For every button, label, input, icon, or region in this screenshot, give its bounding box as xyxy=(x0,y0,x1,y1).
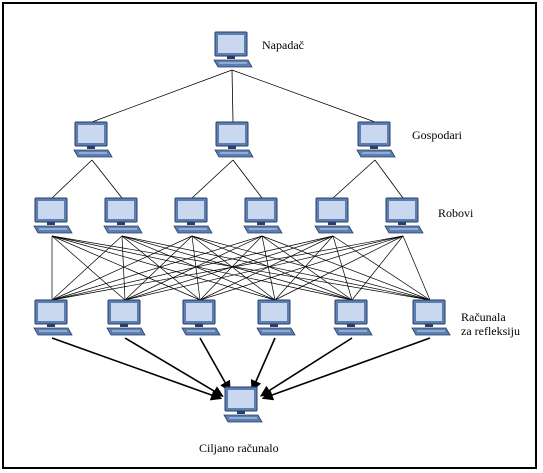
reflection-arrow xyxy=(124,337,224,397)
label-reflectors-line2: za refleksiju xyxy=(461,324,520,338)
target-computer-icon xyxy=(223,386,263,423)
bot-reflector-line xyxy=(402,235,431,301)
bot-reflector-line xyxy=(51,235,404,301)
bot-reflector-line xyxy=(121,235,276,301)
bot-computer-icon xyxy=(384,197,424,234)
label-masters: Gospodari xyxy=(412,128,462,142)
master-bot-line xyxy=(232,159,263,199)
bot-reflector-line xyxy=(121,235,126,301)
bot-reflector-line xyxy=(51,235,431,301)
bot-reflector-line xyxy=(124,235,193,301)
bot-reflector-line xyxy=(191,235,353,301)
master-computer-icon xyxy=(214,121,254,158)
connection-lines xyxy=(51,69,431,301)
bot-reflector-line xyxy=(261,235,431,301)
label-reflectors-line1: Računala xyxy=(461,310,506,324)
bot-reflector-line xyxy=(51,235,276,301)
attacker-computer-icon xyxy=(213,31,253,68)
master-bot-line xyxy=(191,159,234,199)
attack-arrows xyxy=(51,337,431,401)
bot-computer-icon xyxy=(103,197,143,234)
reflection-arrow xyxy=(261,337,431,401)
bot-reflector-line xyxy=(51,235,353,301)
reflector-computer-icon xyxy=(33,299,73,336)
bot-computer-icon xyxy=(243,197,283,234)
label-attacker: Napadač xyxy=(262,38,304,52)
bot-reflector-line xyxy=(191,235,431,301)
bot-reflector-line xyxy=(261,235,353,301)
attacker-master-line xyxy=(91,69,233,123)
bot-reflector-line xyxy=(332,235,431,301)
master-computer-icon xyxy=(356,121,396,158)
computer-nodes xyxy=(33,31,451,423)
reflector-computer-icon xyxy=(106,299,146,336)
bot-reflector-line xyxy=(199,235,404,301)
bot-computer-icon xyxy=(173,197,213,234)
bot-reflector-line xyxy=(51,235,201,301)
bot-reflector-line xyxy=(191,235,276,301)
bot-reflector-line xyxy=(51,235,193,301)
reflection-arrow xyxy=(250,337,276,392)
master-bot-line xyxy=(91,159,123,199)
reflector-computer-icon xyxy=(333,299,373,336)
bot-reflector-line xyxy=(121,235,431,301)
bot-reflector-line xyxy=(51,235,123,301)
bot-reflector-line xyxy=(199,235,334,301)
master-computer-icon xyxy=(73,121,113,158)
reflector-computer-icon xyxy=(181,299,221,336)
attacker-master-line xyxy=(231,69,234,123)
reflector-computer-icon xyxy=(256,299,296,336)
bot-reflector-line xyxy=(199,235,263,301)
reflection-arrow xyxy=(51,337,223,401)
bot-reflector-line xyxy=(274,235,334,301)
reflection-arrow xyxy=(259,337,353,397)
label-target: Ciljano računalo xyxy=(199,441,279,455)
bot-computer-icon xyxy=(33,197,73,234)
master-bot-line xyxy=(332,159,376,199)
bot-reflector-line xyxy=(351,235,404,301)
bot-reflector-line xyxy=(261,235,276,301)
bot-reflector-line xyxy=(51,235,334,301)
master-bot-line xyxy=(374,159,404,199)
reflector-computer-icon xyxy=(411,299,451,336)
bot-reflector-line xyxy=(124,235,404,301)
bot-reflector-line xyxy=(191,235,201,301)
master-bot-line xyxy=(51,159,93,199)
attacker-master-line xyxy=(231,69,376,123)
bot-reflector-line xyxy=(121,235,353,301)
bot-reflector-line xyxy=(274,235,404,301)
reflection-arrow xyxy=(199,337,231,393)
bot-reflector-line xyxy=(51,235,263,301)
bot-reflector-line xyxy=(332,235,353,301)
label-bots: Robovi xyxy=(438,206,474,220)
bot-reflector-line xyxy=(121,235,201,301)
bot-reflector-line xyxy=(51,235,126,301)
bot-computer-icon xyxy=(314,197,354,234)
